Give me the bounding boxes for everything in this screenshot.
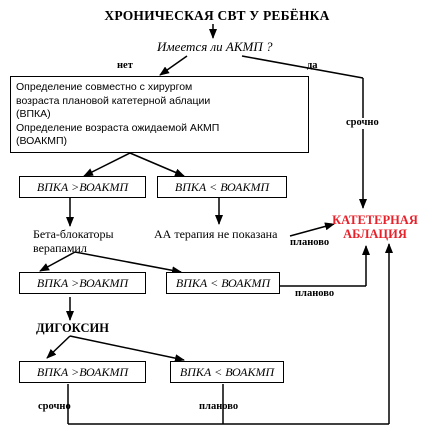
level2-left-box: ВПКА >ВОАКМП (19, 272, 146, 294)
line-yes-branch (241, 55, 364, 79)
arrow-beta-to-left2 (39, 251, 76, 272)
main-box-line4: Определение возраста ожидаемой АКМП (16, 121, 220, 134)
arrow-no-branch (159, 55, 188, 76)
level3-left-box: ВПКА >ВОАКМП (19, 361, 146, 383)
label-urgent-right: срочно (345, 117, 380, 129)
main-box-line1: Определение совместно с хирургом (16, 81, 193, 93)
arrow-aa-to-ablation (289, 222, 335, 237)
label-planned-1: планово (290, 237, 330, 248)
question-akmp: Имеется ли АКМП ? (157, 39, 273, 54)
diagram-title: ХРОНИЧЕСКАЯ СВТ У РЕБЁНКА (104, 8, 330, 23)
level1-left-box: ВПКА >ВОАКМП (19, 176, 146, 198)
main-box-line3: (ВПКА) (16, 108, 51, 120)
main-box-line2: возраста плановой катетерной аблации (16, 94, 211, 107)
beta-blockers-label: Бета-блокаторы (33, 227, 114, 241)
arrow-digoxin-to-right3 (69, 335, 185, 363)
main-assessment-box: Определение совместно с хирургом возраст… (10, 76, 309, 153)
arrow-digoxin-to-left3 (46, 335, 71, 359)
arrow-beta-to-right2 (74, 251, 182, 275)
level2-right-box: ВПКА < ВОАКМП (166, 272, 280, 294)
label-planned-2: планово (295, 288, 335, 299)
ablation-line1: КАТЕТЕРНАЯ (332, 213, 418, 227)
aa-therapy-label: АА терапия не показана (154, 227, 278, 241)
label-no: нет (117, 60, 133, 71)
arrow-main-to-left1 (83, 152, 131, 177)
catheter-ablation-label: КАТЕТЕРНАЯ АБЛАЦИЯ (330, 213, 420, 241)
main-box-line5: (ВОАКМП) (16, 135, 67, 147)
label-bottom-urgent: срочно (38, 401, 71, 412)
arrow-main-to-right1 (129, 152, 185, 177)
verapamil-label: верапамил (33, 241, 87, 255)
ablation-line2: АБЛАЦИЯ (343, 227, 407, 241)
label-bottom-planned: планово (199, 401, 239, 412)
level1-right-box: ВПКА < ВОАКМП (157, 176, 287, 198)
label-yes: да (307, 60, 318, 71)
digoxin-label: ДИГОКСИН (36, 321, 109, 335)
level3-right-box: ВПКА < ВОАКМП (170, 361, 284, 383)
